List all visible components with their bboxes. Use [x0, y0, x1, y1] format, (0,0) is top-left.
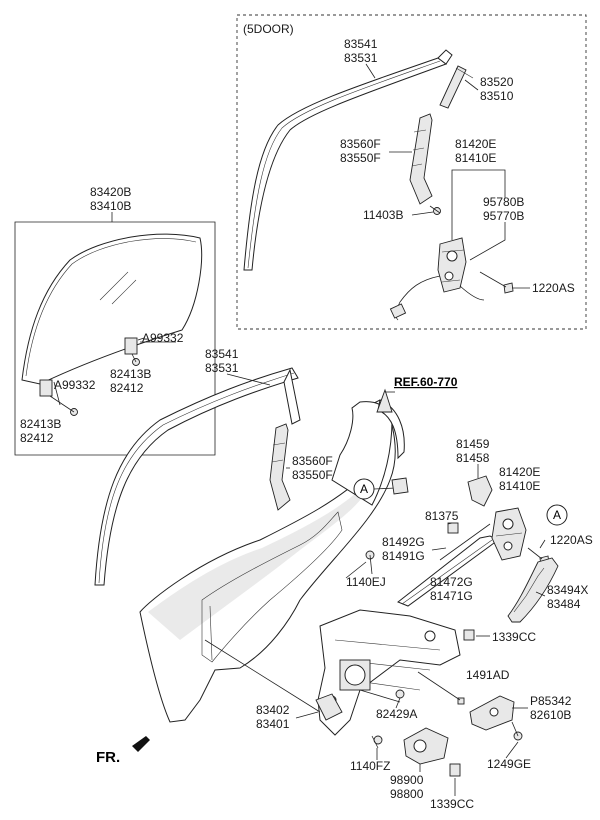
label-83401: 83401 [256, 717, 290, 731]
nut-1339cc-main-icon [463, 629, 475, 641]
bolt-1491ad-icon [417, 671, 465, 705]
bolt-1140ej-icon [365, 550, 375, 575]
inside-handle-83494x [507, 557, 559, 623]
label-p85342: P85342 [530, 694, 572, 708]
label-82413b-right: 82413B [110, 367, 151, 381]
label-83560f-top: 83560F [340, 137, 381, 151]
label-81491g: 81491G [382, 549, 425, 563]
label-81420e-top: 81420E [455, 137, 496, 151]
label-82610b: 82610B [530, 708, 571, 722]
label-1220as-main: 1220AS [550, 533, 593, 547]
main-door-assembly: A A [94, 367, 568, 777]
label-83510: 83510 [480, 89, 514, 103]
label-1339cc-bottom: 1339CC [430, 797, 474, 811]
label-1140fz: 1140FZ [350, 759, 390, 773]
label-81459: 81459 [456, 437, 490, 451]
label-11403b: 11403B [363, 208, 403, 222]
front-direction-indicator: FR. [96, 736, 150, 766]
label-1491ad: 1491AD [466, 668, 510, 682]
screw-1249ge-icon [511, 721, 523, 741]
label-81471g: 81471G [430, 589, 473, 603]
svg-text:A: A [553, 508, 561, 522]
label-83494x: 83494X [547, 583, 588, 597]
label-83541-main: 83541 [205, 347, 239, 361]
label-1339cc-main: 1339CC [492, 630, 536, 644]
label-82412-left: 82412 [20, 431, 54, 445]
label-81472g: 81472G [430, 575, 473, 589]
part-labels: 83541 83531 83520 83510 83560F 83550F 81… [20, 37, 593, 811]
label-81410e-main: 81410E [499, 479, 540, 493]
door-latch-top [389, 237, 485, 321]
label-81375: 81375 [425, 509, 459, 523]
lower-sash-main [269, 423, 291, 511]
svg-text:A: A [360, 482, 368, 496]
label-a99332-left: A99332 [54, 378, 96, 392]
svg-text:FR.: FR. [96, 749, 120, 766]
label-83531-main: 83531 [205, 361, 239, 375]
glass-clip-left [39, 379, 53, 397]
ref-arrow [376, 388, 393, 413]
glass-clip-right [124, 337, 138, 355]
label-a99332-right: A99332 [142, 331, 184, 345]
label-82413b-left: 82413B [20, 417, 61, 431]
label-83420b: 83420B [90, 185, 131, 199]
lower-sash-top [409, 113, 433, 205]
window-run-channel-main [94, 367, 299, 586]
window-regulator [315, 609, 461, 736]
label-83402: 83402 [256, 703, 290, 717]
label-1140ej: 1140EJ [346, 575, 386, 589]
bolt-1140fz-icon [371, 735, 383, 749]
label-81420e-main: 81420E [499, 465, 540, 479]
leader-lines [140, 63, 546, 796]
label-81410e-top: 81410E [455, 151, 496, 165]
label-81492g: 81492G [382, 535, 425, 549]
label-98900: 98900 [390, 773, 424, 787]
label-83410b: 83410B [90, 199, 131, 213]
label-1249ge: 1249GE [487, 757, 531, 771]
label-83550f-top: 83550F [340, 151, 381, 165]
regulator-motor-98900 [403, 727, 449, 765]
label-82412-right: 82412 [110, 381, 144, 395]
label-83520: 83520 [480, 75, 514, 89]
label-95780b: 95780B [483, 195, 524, 209]
five-door-dashed-frame [236, 14, 587, 330]
label-83560f-main: 83560F [292, 454, 333, 468]
ref-label: REF.60-770 [394, 375, 458, 389]
label-98800: 98800 [390, 787, 424, 801]
five-door-title: (5DOOR) [243, 22, 294, 36]
label-1220as-top: 1220AS [532, 281, 575, 295]
label-82429a: 82429A [376, 707, 417, 721]
latch-cover-81459 [467, 475, 493, 507]
screw-1220as-top-icon [479, 271, 514, 294]
door-glass-inset [14, 212, 216, 456]
label-81458: 81458 [456, 451, 490, 465]
bolt-82429a-icon [395, 689, 405, 699]
five-door-inset: (5DOOR) [236, 14, 587, 330]
front-arrow-icon [132, 736, 150, 752]
label-83531-top: 83531 [344, 51, 378, 65]
rear-channel-strip-top [439, 65, 467, 109]
label-83541-top: 83541 [344, 37, 378, 51]
door-glass-panel [21, 233, 203, 385]
clip-81375 [447, 522, 459, 534]
glass-frame [14, 221, 216, 456]
label-83550f-main: 83550F [292, 468, 333, 482]
door-latch-main [491, 507, 527, 561]
circle-marker-a-left: A [353, 477, 409, 500]
nut-1339cc-bottom-icon [449, 763, 461, 777]
label-95770b: 95770B [483, 209, 524, 223]
bolt-11403b-icon [429, 205, 441, 215]
label-83484: 83484 [547, 597, 581, 611]
circle-marker-a-right: A [546, 504, 568, 526]
